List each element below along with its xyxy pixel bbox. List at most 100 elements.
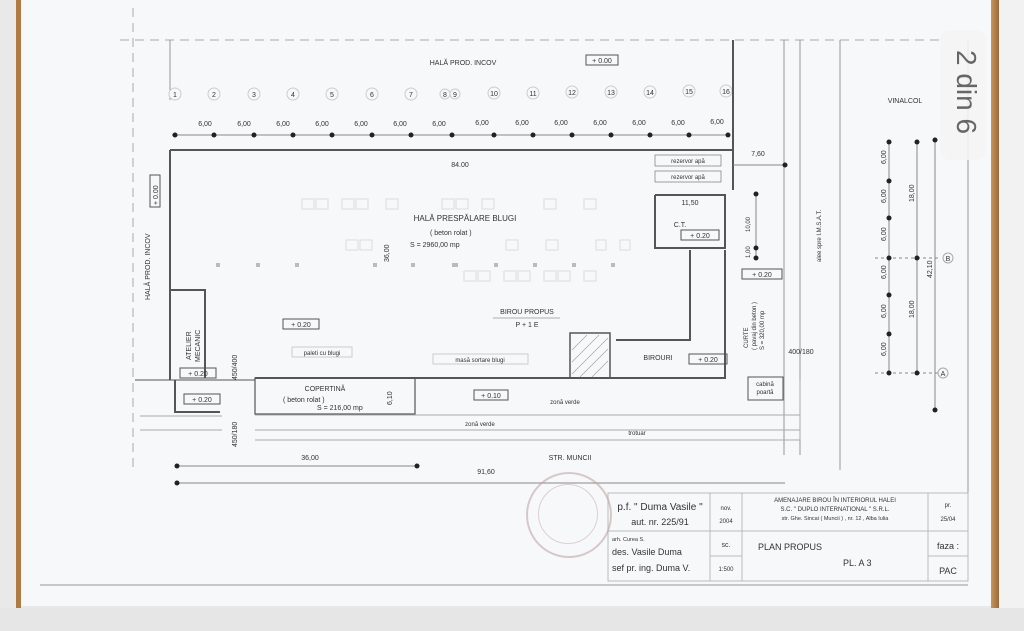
plan-bay-dim-text: 6,00 [671, 120, 685, 127]
alee-label: alee spre I.M.S.A.T. [817, 209, 823, 262]
title-block-month-text: nov. [721, 506, 732, 512]
plan-ct-dim-text: 11,50 [682, 200, 699, 207]
plan-bay-dim-text: 6,00 [632, 120, 646, 127]
copertina [254, 377, 416, 415]
plan-bay-dim-text: 6,00 [198, 121, 212, 128]
plan-dim-100-text: 1,00 [746, 246, 752, 258]
plan-bay-dim-text: 6,00 [237, 121, 251, 128]
title-block-sef-text: sef pr. ing. Duma V. [612, 563, 690, 573]
plan-axes-14-text: 15 [685, 89, 693, 96]
plan-axes-9-text: 10 [490, 91, 498, 98]
plan-left-elev-2-text: + 0.20 [192, 397, 212, 404]
plan-right-dims-2-text: 6,00 [881, 227, 888, 241]
page-indicator-label: 2 din 6 [951, 50, 982, 135]
plan-axis-a-text: A [941, 371, 946, 378]
plan-right-dims-1-text: 6,00 [881, 189, 888, 203]
plan-gate-left-top-text: 450/400 [232, 355, 239, 380]
plan-bay-dim-text: 6,00 [475, 120, 489, 127]
title-block-pr-label-text: pr. [945, 503, 952, 509]
plan-elev-left-text: + 0.00 [153, 185, 160, 205]
plan-curte-elev-text: + 0.20 [752, 272, 772, 279]
plan-curte-area-text: S = 320,00 mp [760, 310, 766, 350]
title-block-project-line2-text: S.C. " DUPLO INTERNATIONAL " S.R.L. [781, 507, 890, 513]
plan-right-dims-4-text: 6,00 [881, 304, 888, 318]
plan-atelier-line2-text: MECANIC [195, 330, 202, 362]
title-block-des-text: des. Vasile Duma [612, 547, 682, 557]
faded-equipment [301, 198, 631, 282]
plan-main-hall-area-text: S = 2960,00 mp [410, 242, 460, 249]
plan-trotuar-text: trotuar [628, 431, 645, 437]
plan-bay-dim-text: 6,00 [315, 121, 329, 128]
plan-axes-4-text: 5 [330, 92, 334, 99]
street-lines [140, 380, 801, 441]
plan-axes-12-text: 13 [607, 90, 615, 97]
official-stamp [526, 472, 612, 558]
plan-axes-7-text: 8 [443, 92, 447, 99]
plan-elev-top-text: + 0.00 [592, 58, 612, 65]
page-indicator: 2 din 6 [940, 30, 986, 160]
plan-bay-dim-text: 6,00 [354, 121, 368, 128]
title-block-year-text: 2004 [719, 519, 733, 525]
plan-bay-dim-text: 6,00 [432, 121, 446, 128]
plan-axes-6-text: 7 [409, 92, 413, 99]
plan-right-total-text: 42,10 [927, 260, 934, 278]
plan-zona-verde-1-text: zonă verde [550, 400, 580, 406]
photo-frame-right-edge [991, 0, 999, 608]
title-block-sc-label-text: sc. [722, 542, 731, 549]
title-block-grid [607, 492, 969, 582]
plan-copertina-depth-text: 6,10 [387, 391, 394, 405]
plan-axes-15-text: 16 [722, 89, 730, 96]
plan-bay-dim-text: 6,00 [276, 121, 290, 128]
plan-axes-3-text: 4 [291, 92, 295, 99]
plan-dim-9160-text: 91,60 [477, 469, 495, 476]
birou-propus-hatch [571, 334, 609, 378]
plan-rezervor-1-text: rezervor apă [671, 159, 705, 165]
plan-birouri-elev-text: + 0.20 [698, 357, 718, 364]
plan-main-hall-material-text: ( beton rolat ) [430, 230, 472, 237]
plan-rezervor-2-text: rezervor apă [671, 175, 705, 181]
title-block-project-line3-text: str. Ghe. Sincai ( Muncii ) , nr. 12 , A… [782, 516, 890, 522]
hall-top-label: HALĂ PROD. INCOV [430, 58, 497, 67]
plan-axes-0-text: 1 [173, 92, 177, 99]
street-name: STR. MUNCII [549, 455, 592, 462]
plan-ct-label-text: C.T. [674, 222, 687, 229]
plan-birouri-name-text: BIROURI [643, 355, 672, 362]
plan-birou-propus-name-text: BIROU PROPUS [500, 309, 554, 316]
plan-axis-b-text: B [946, 256, 951, 263]
plan-atelier-line1-text: ATELIER [186, 331, 193, 360]
plan-dim-3600-text: 36,00 [301, 455, 319, 462]
plan-axes-8-text: 9 [453, 92, 457, 99]
plan-right-sub-1-text: 18,00 [909, 300, 916, 318]
bottom-strip [0, 608, 1024, 631]
pillars [216, 263, 615, 267]
plan-right-dims-5-text: 6,00 [881, 342, 888, 356]
plan-bay-dim-text: 6,00 [393, 121, 407, 128]
title-block-arh-text: arh. Curea S. [612, 537, 645, 543]
plan-right-dims-0-text: 6,00 [881, 150, 888, 164]
plan-right-dims-3-text: 6,00 [881, 265, 888, 279]
plan-axes-13-text: 14 [646, 90, 654, 97]
plan-hall-elev-text: + 0.20 [291, 322, 311, 329]
hall-left-label: HALĂ PROD. INCOV [143, 233, 152, 300]
plan-bay-dim-text: 6,00 [710, 119, 724, 126]
plan-dim-1000-text: 10,00 [746, 216, 752, 232]
plan-elev-010-text: + 0.10 [481, 393, 501, 400]
plan-ct-elev-text: + 0.20 [690, 233, 710, 240]
photo-frame-left-edge [16, 0, 21, 608]
plan-axes-2-text: 3 [252, 92, 256, 99]
plan-axes-1-text: 2 [212, 92, 216, 99]
property-boundary [120, 8, 940, 470]
plan-main-hall-width-dim-text: 36,00 [384, 244, 391, 262]
title-block-pr-value-text: 25/04 [940, 517, 956, 523]
plan-bay-dim-text: 6,00 [515, 120, 529, 127]
plan-paleti-text: paleti cu blugi [304, 351, 341, 357]
plan-dim-760-text: 7,60 [751, 151, 765, 158]
drawing-sheet [21, 0, 991, 606]
plan-bay-dim-text: 6,00 [593, 120, 607, 127]
plan-birou-propus-levels-text: P + 1 E [515, 322, 538, 329]
title-block-faza-label-text: faza : [937, 541, 959, 551]
plan-copertina-material-text: ( beton rolat ) [283, 397, 325, 404]
plan-masa-text: masă sortare blugi [455, 358, 504, 364]
right-margin [999, 0, 1024, 608]
